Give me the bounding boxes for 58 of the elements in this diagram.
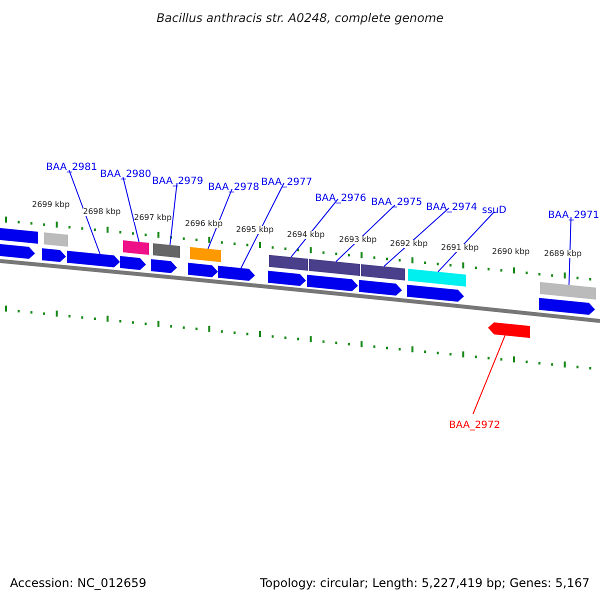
gene-block (309, 258, 360, 276)
gene-label: BAA_2978 (208, 182, 260, 193)
gene-block (44, 232, 68, 247)
gene-label: BAA_2980 (100, 169, 152, 180)
scale-label: 2691 kbp (441, 244, 479, 252)
gene-block (408, 268, 466, 287)
leader-line (568, 216, 572, 286)
leader-line (290, 198, 338, 258)
diagram-title: Bacillus anthracis str. A0248, complete genome (155, 12, 445, 24)
gene-block (190, 247, 221, 262)
footer-text: Topology: circular; Length: 5,227,419 bp; Genes: 5,167 (260, 577, 590, 589)
gene-label: BAA_2972 (449, 420, 500, 431)
gene-feature (120, 256, 146, 270)
scale-label: 2699 kbp (32, 201, 70, 209)
scale-label: 2689 kbp (544, 250, 582, 258)
leader-line (208, 188, 232, 250)
scale-label: 2693 kbp (339, 236, 377, 244)
gene-label: BAA_2974 (426, 202, 478, 213)
gene-block (153, 243, 180, 258)
gene-label: ssuD (482, 205, 506, 216)
scale-label: 2690 kbp (492, 248, 530, 256)
scale-label: 2692 kbp (390, 240, 428, 248)
gene-feature (188, 262, 218, 278)
gene-feature (307, 274, 358, 292)
gene-block (269, 254, 308, 271)
leader-line (438, 212, 494, 272)
gene-feature (359, 280, 402, 296)
gene-block (123, 240, 149, 255)
leader-line (384, 208, 450, 267)
leader-line (240, 182, 284, 269)
gene-label: BAA_2977 (261, 177, 312, 188)
gene-block (361, 264, 405, 280)
gene-label: BAA_2976 (315, 193, 366, 204)
scale-label: 2696 kbp (185, 220, 223, 228)
scale-label: 2697 kbp (134, 214, 172, 222)
gene-feature (488, 322, 530, 338)
gene-feature (268, 270, 306, 286)
gene-label: BAA_2981 (46, 162, 98, 173)
gene-feature (407, 284, 464, 302)
gene-feature (539, 298, 595, 315)
scale-label: 2695 kbp (236, 226, 274, 234)
gene-label: BAA_2975 (371, 197, 422, 208)
leader-line (472, 335, 506, 414)
leader-line (122, 176, 140, 242)
scale-label: 2698 kbp (83, 208, 121, 216)
leader-line (68, 170, 100, 254)
leader-line (336, 204, 396, 262)
gene-feature (42, 248, 66, 262)
footer-text: Accession: NC_012659 (10, 577, 146, 589)
leader-line (170, 182, 178, 246)
gene-block (540, 282, 596, 300)
gene-label: BAA_2971 (548, 210, 600, 221)
gene-block (0, 228, 38, 244)
gene-label: BAA_2979 (152, 176, 204, 187)
gene-feature (218, 266, 255, 281)
scale-label: 2694 kbp (287, 231, 325, 239)
gene-feature (151, 259, 177, 274)
gene-feature (0, 244, 35, 259)
